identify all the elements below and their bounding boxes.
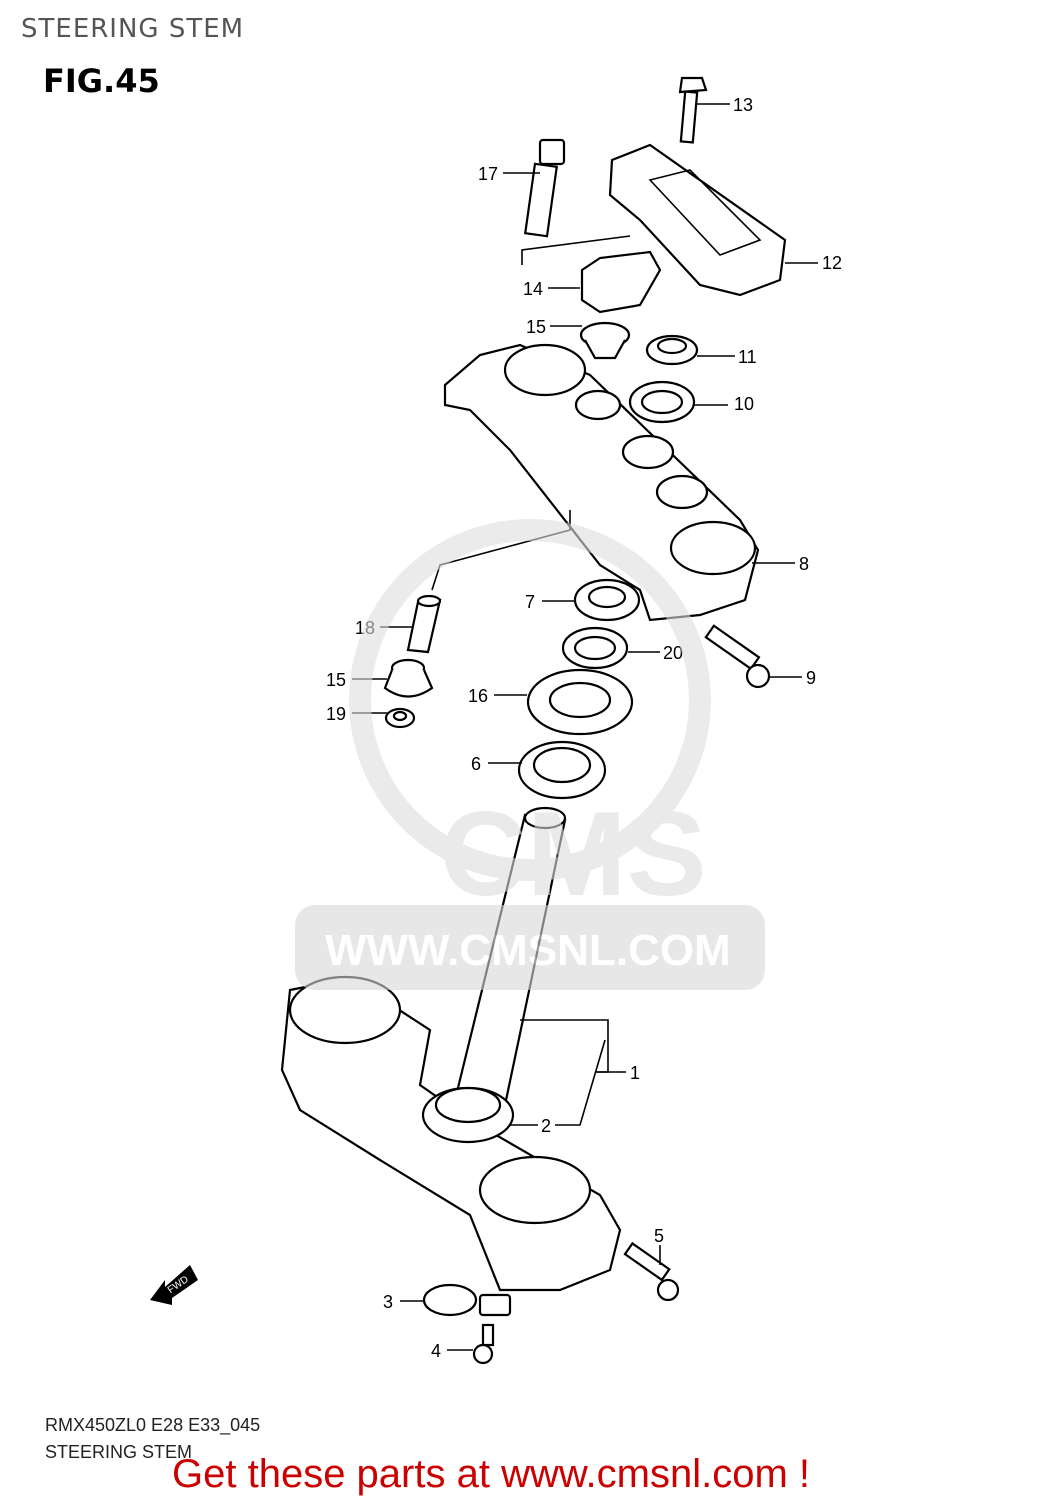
page-title: STEERING STEM bbox=[21, 14, 245, 44]
part-20-washer[interactable] bbox=[561, 626, 629, 670]
part-11-nut[interactable] bbox=[645, 334, 699, 366]
callout-labels: 13 17 12 14 15 11 10 8 7 18 20 9 15 16 1… bbox=[326, 95, 842, 1361]
callout-20: 20 bbox=[663, 643, 683, 663]
callout-16: 16 bbox=[468, 686, 488, 706]
callout-7: 7 bbox=[525, 592, 535, 612]
part-17-bolt[interactable] bbox=[523, 138, 566, 238]
callout-13: 13 bbox=[733, 95, 753, 115]
diagram-code: RMX450ZL0 E28 E33_045 bbox=[45, 1415, 261, 1435]
watermark-cms: CMS bbox=[440, 787, 707, 921]
part-2-bearing[interactable] bbox=[421, 1086, 515, 1144]
part-15-cushion-upper[interactable] bbox=[579, 321, 631, 360]
callout-4: 4 bbox=[431, 1341, 441, 1361]
figure-number: FIG.45 bbox=[43, 62, 160, 100]
part-12-handlebar-clamp[interactable] bbox=[608, 143, 787, 297]
callout-10: 10 bbox=[734, 394, 754, 414]
part-18-spacer[interactable] bbox=[406, 594, 442, 654]
promo-link[interactable]: Get these parts at www.cmsnl.com ! bbox=[172, 1452, 810, 1496]
callout-15-lower: 15 bbox=[326, 670, 346, 690]
callout-5: 5 bbox=[654, 1226, 664, 1246]
callout-8: 8 bbox=[799, 554, 809, 574]
part-9-bolt[interactable] bbox=[704, 624, 771, 689]
part-5-bolt[interactable] bbox=[623, 1241, 680, 1302]
part-4-screw[interactable] bbox=[472, 1323, 495, 1365]
callout-14: 14 bbox=[523, 279, 543, 299]
callout-19: 19 bbox=[326, 704, 346, 724]
callout-3: 3 bbox=[383, 1292, 393, 1312]
watermark-url: WWW.CMSNL.COM bbox=[325, 926, 731, 975]
part-14-holder[interactable] bbox=[521, 235, 662, 314]
callout-17: 17 bbox=[478, 164, 498, 184]
part-13-bolt[interactable] bbox=[678, 76, 708, 144]
part-19-collar[interactable] bbox=[384, 707, 416, 729]
diagram-name: STEERING STEM bbox=[45, 1442, 193, 1462]
watermark-logo: CMS WWW.CMSNL.COM bbox=[295, 519, 765, 990]
callout-11: 11 bbox=[738, 347, 757, 367]
callout-9: 9 bbox=[806, 668, 816, 688]
callout-6: 6 bbox=[471, 754, 481, 774]
callout-15-upper: 15 bbox=[526, 317, 546, 337]
part-7-steering-stem-nut[interactable] bbox=[573, 578, 641, 622]
callout-2: 2 bbox=[541, 1116, 551, 1136]
leader-lines bbox=[352, 103, 818, 1351]
part-6-bearing[interactable] bbox=[517, 740, 607, 800]
part-15-cushion-lower[interactable] bbox=[383, 658, 434, 698]
fwd-arrow-icon: FWD bbox=[150, 1265, 198, 1305]
part-8-upper-bracket[interactable] bbox=[431, 343, 760, 622]
part-3-hose-clamp[interactable] bbox=[422, 1283, 512, 1317]
callout-1: 1 bbox=[630, 1063, 640, 1083]
part-16-dust-seal[interactable] bbox=[526, 668, 634, 736]
part-10-washer[interactable] bbox=[628, 380, 696, 424]
callout-12: 12 bbox=[822, 253, 842, 273]
